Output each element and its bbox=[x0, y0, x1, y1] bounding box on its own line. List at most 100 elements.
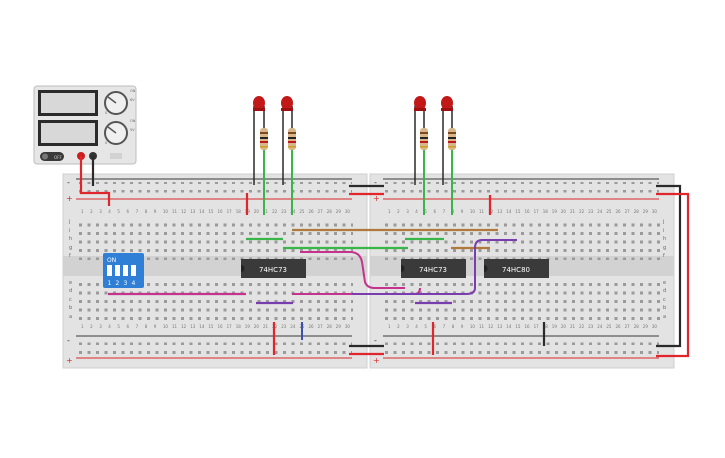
resistor[interactable] bbox=[260, 128, 268, 150]
column-number: 5 bbox=[117, 209, 120, 214]
column-number: 21 bbox=[570, 209, 576, 214]
column-number: 17 bbox=[534, 324, 540, 329]
column-number: 20 bbox=[561, 209, 567, 214]
column-number: 4 bbox=[108, 324, 111, 329]
rail-plus-sign: + bbox=[66, 194, 73, 203]
wire-power-positive[interactable] bbox=[79, 156, 111, 206]
column-number: 15 bbox=[208, 209, 214, 214]
row-letter: a bbox=[69, 314, 72, 320]
column-number: 15 bbox=[515, 209, 521, 214]
column-number: 11 bbox=[172, 209, 178, 214]
rail-plus-sign-bottom: + bbox=[66, 356, 73, 365]
column-number: 10 bbox=[470, 209, 476, 214]
column-number: 12 bbox=[181, 324, 187, 329]
column-number: 15 bbox=[515, 324, 521, 329]
column-number: 11 bbox=[479, 209, 485, 214]
column-number: 14 bbox=[199, 209, 205, 214]
column-number: 25 bbox=[299, 209, 305, 214]
column-number: 28 bbox=[327, 324, 333, 329]
column-number: 20 bbox=[254, 209, 260, 214]
column-number: 16 bbox=[218, 324, 224, 329]
row-letter: b bbox=[69, 305, 72, 311]
knob2-label-mid: 5V bbox=[130, 128, 135, 132]
column-number: 10 bbox=[470, 324, 476, 329]
column-number: 12 bbox=[181, 209, 187, 214]
column-number: 7 bbox=[136, 324, 139, 329]
column-number: 20 bbox=[561, 324, 567, 329]
rail-plus-sign-bottom: + bbox=[373, 356, 380, 365]
column-number: 19 bbox=[245, 324, 251, 329]
column-number: 26 bbox=[309, 209, 315, 214]
column-number: 28 bbox=[634, 324, 640, 329]
column-number: 29 bbox=[336, 209, 342, 214]
column-number: 6 bbox=[127, 324, 130, 329]
knob1-label-mid: 6V bbox=[130, 98, 135, 102]
column-number: 27 bbox=[625, 209, 631, 214]
row-letter: f bbox=[69, 253, 71, 259]
column-number: 9 bbox=[461, 324, 464, 329]
column-number: 22 bbox=[579, 324, 585, 329]
dip-position-label: 4 bbox=[132, 280, 136, 287]
rail-minus-sign-bottom: - bbox=[374, 336, 377, 345]
column-number: 2 bbox=[397, 209, 400, 214]
column-number: 2 bbox=[90, 209, 93, 214]
column-number: 18 bbox=[543, 324, 549, 329]
led-group[interactable] bbox=[253, 96, 456, 215]
column-number: 9 bbox=[154, 209, 157, 214]
wire-magenta-curve[interactable] bbox=[300, 251, 405, 289]
row-letter: c bbox=[69, 297, 72, 303]
column-number: 7 bbox=[443, 324, 446, 329]
dip-toggle[interactable] bbox=[115, 265, 120, 276]
dip-toggle[interactable] bbox=[131, 265, 136, 276]
resistor[interactable] bbox=[448, 128, 456, 150]
column-number: 18 bbox=[236, 324, 242, 329]
column-number: 8 bbox=[452, 324, 455, 329]
dip-toggle[interactable] bbox=[123, 265, 128, 276]
led[interactable] bbox=[414, 96, 426, 215]
column-number: 27 bbox=[318, 324, 324, 329]
ic-label: 74HC80 bbox=[502, 266, 530, 274]
resistor[interactable] bbox=[420, 128, 428, 150]
column-numbers-left: 1122334455667788991010111112121313141415… bbox=[81, 209, 350, 329]
column-number: 24 bbox=[290, 324, 296, 329]
power-supply[interactable]: ON 6V S ON 5V 0 OFF bbox=[33, 85, 137, 165]
column-number: 5 bbox=[424, 324, 427, 329]
column-number: 20 bbox=[254, 324, 260, 329]
ic-chip[interactable]: 74HC73 bbox=[241, 259, 306, 278]
column-number: 24 bbox=[290, 209, 296, 214]
column-number: 24 bbox=[597, 209, 603, 214]
column-number: 26 bbox=[616, 209, 622, 214]
ic-chip[interactable]: 74HC80 bbox=[484, 259, 549, 278]
wire-loop-red[interactable] bbox=[656, 192, 690, 358]
voltage-display bbox=[41, 93, 95, 113]
row-letter: h bbox=[663, 236, 666, 242]
rail-minus-sign: - bbox=[374, 178, 377, 187]
dip-toggle[interactable] bbox=[107, 265, 112, 276]
column-number: 21 bbox=[263, 209, 269, 214]
row-letter: i bbox=[69, 228, 70, 234]
column-number: 8 bbox=[145, 209, 148, 214]
row-letter: i bbox=[663, 228, 664, 234]
column-number: 6 bbox=[434, 209, 437, 214]
column-number: 6 bbox=[434, 324, 437, 329]
column-number: 17 bbox=[227, 209, 233, 214]
column-number: 29 bbox=[643, 324, 649, 329]
wire-purple-long[interactable] bbox=[352, 239, 517, 295]
column-number: 12 bbox=[488, 324, 494, 329]
knob2-label-low: 0 bbox=[105, 141, 107, 145]
ic-chip[interactable]: 74HC73 bbox=[401, 259, 466, 278]
column-number: 2 bbox=[90, 324, 93, 329]
column-number: 11 bbox=[172, 324, 178, 329]
ic-label: 74HC73 bbox=[259, 266, 287, 274]
wires[interactable] bbox=[79, 156, 690, 358]
dip-switch[interactable]: ON 1 2 3 4 bbox=[103, 253, 144, 288]
column-number: 1 bbox=[81, 324, 84, 329]
row-letter: j bbox=[68, 219, 70, 225]
column-number: 1 bbox=[81, 209, 84, 214]
column-number: 24 bbox=[597, 324, 603, 329]
column-number: 14 bbox=[506, 209, 512, 214]
wire-loop-black[interactable] bbox=[656, 184, 682, 348]
column-number: 21 bbox=[570, 324, 576, 329]
resistor[interactable] bbox=[288, 128, 296, 150]
